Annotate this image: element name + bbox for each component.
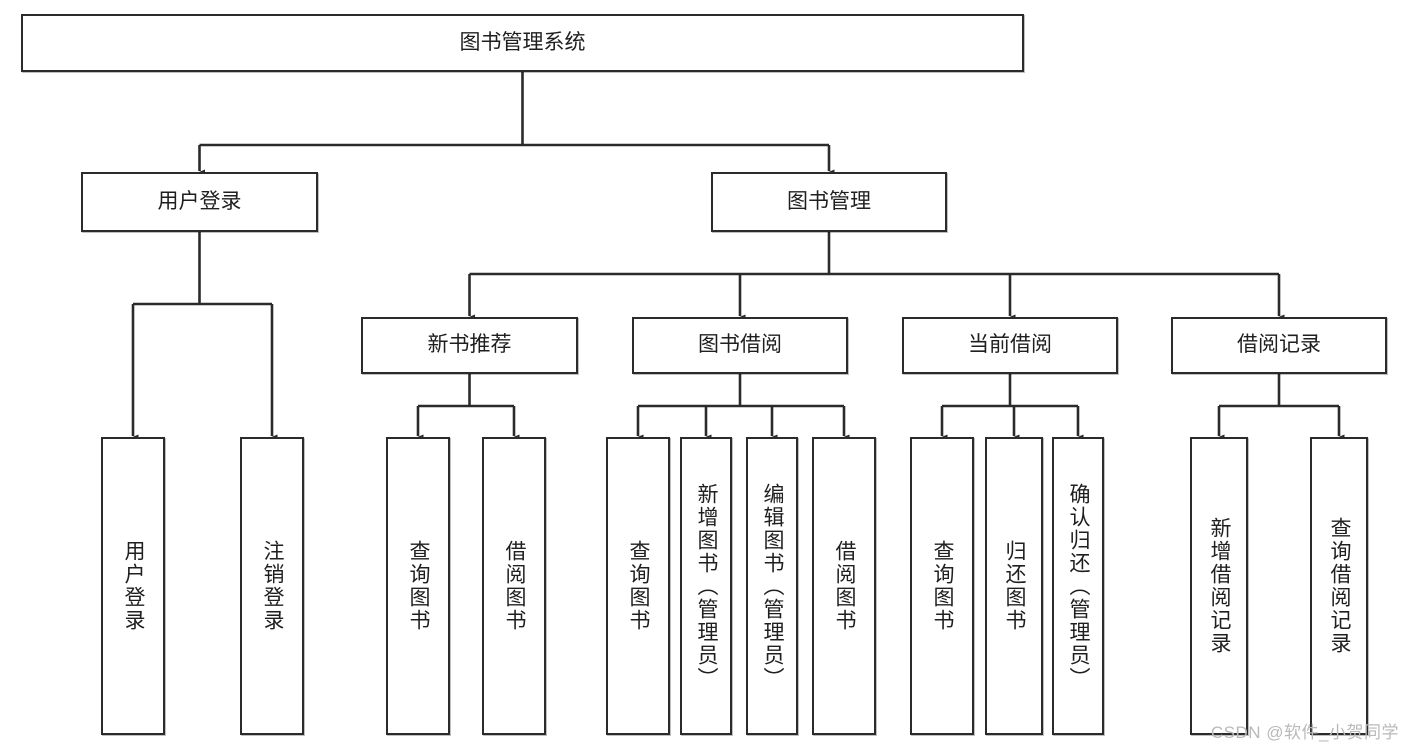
node-leaf-add-book-label: 新增图书（管理员） [695,482,719,690]
node-user-login[interactable]: 用户登录 [81,172,318,232]
node-book-borrow[interactable]: 图书借阅 [632,317,848,374]
node-leaf-query-book-2-label: 查询图书 [627,540,651,632]
node-borrow-record-label: 借阅记录 [1237,333,1321,357]
node-root[interactable]: 图书管理系统 [21,14,1024,72]
node-root-label: 图书管理系统 [459,30,586,54]
node-leaf-query-record-label: 查询借阅记录 [1328,517,1352,655]
node-current-borrow-label: 当前借阅 [968,333,1052,357]
node-leaf-borrow-book-2-label: 借阅图书 [833,540,857,632]
node-leaf-query-record[interactable]: 查询借阅记录 [1310,437,1368,735]
node-book-borrow-label: 图书借阅 [698,333,782,357]
node-leaf-return-book[interactable]: 归还图书 [985,437,1043,735]
node-leaf-borrow-book-1[interactable]: 借阅图书 [482,437,546,735]
node-leaf-return-book-label: 归还图书 [1003,540,1027,632]
node-leaf-user-logout-label: 注销登录 [261,540,285,632]
node-current-borrow[interactable]: 当前借阅 [902,317,1118,374]
node-borrow-record[interactable]: 借阅记录 [1171,317,1387,374]
node-leaf-add-book[interactable]: 新增图书（管理员） [680,437,732,735]
node-leaf-query-book-1[interactable]: 查询图书 [386,437,450,735]
node-leaf-user-login[interactable]: 用户登录 [101,437,165,735]
node-leaf-borrow-book-2[interactable]: 借阅图书 [812,437,876,735]
node-new-book-recommend[interactable]: 新书推荐 [361,317,578,374]
node-leaf-borrow-book-1-label: 借阅图书 [503,540,527,632]
node-leaf-confirm-return[interactable]: 确认归还（管理员） [1052,437,1104,735]
node-leaf-query-book-2[interactable]: 查询图书 [606,437,670,735]
node-book-manage-label: 图书管理 [787,189,871,213]
node-leaf-edit-book-label: 编辑图书（管理员） [761,482,785,690]
node-leaf-query-book-3-label: 查询图书 [931,540,955,632]
node-user-login-label: 用户登录 [157,189,242,213]
node-leaf-query-book-3[interactable]: 查询图书 [910,437,974,735]
node-leaf-confirm-return-label: 确认归还（管理员） [1067,482,1091,690]
node-book-manage[interactable]: 图书管理 [711,172,947,232]
node-leaf-user-logout[interactable]: 注销登录 [240,437,304,735]
node-leaf-user-login-label: 用户登录 [122,540,146,632]
node-leaf-query-book-1-label: 查询图书 [407,540,431,632]
node-leaf-add-record-label: 新增借阅记录 [1208,517,1232,655]
node-leaf-add-record[interactable]: 新增借阅记录 [1190,437,1248,735]
node-leaf-edit-book[interactable]: 编辑图书（管理员） [746,437,798,735]
watermark-text: CSDN @软件_小贺同学 [1210,723,1399,742]
node-new-book-recommend-label: 新书推荐 [427,333,512,357]
